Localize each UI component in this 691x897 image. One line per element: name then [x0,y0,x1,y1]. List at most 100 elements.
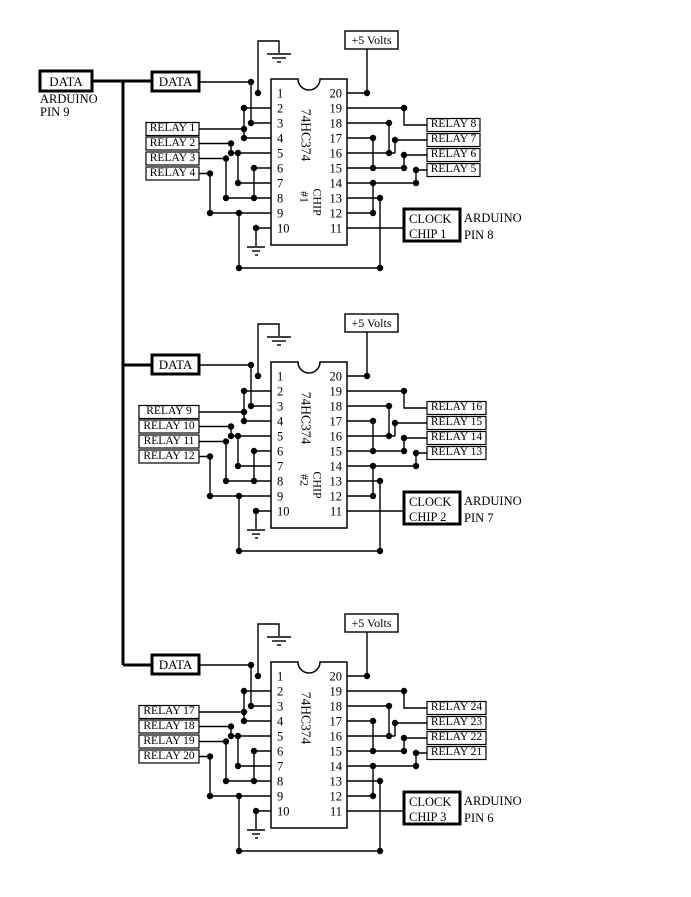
junction-dot [227,732,235,740]
wire [403,154,427,168]
arduino-pin-label-line1: ARDUINO [464,211,522,225]
wire [199,172,211,213]
junction-dot [376,264,384,272]
junction-dot [385,702,393,710]
pin-number-right: 15 [330,445,343,459]
relay-label: RELAY 7 [430,133,477,146]
pin-number-left: 4 [277,715,284,729]
junction-dot [369,179,377,187]
pin-number-right: 12 [330,790,343,804]
pin-number-left: 10 [277,222,290,236]
junction-dot [222,777,230,785]
junction-dot [369,747,377,755]
relay-box-right [426,415,487,431]
pin-number-right: 14 [330,460,343,474]
clock-box-label-line2: CHIP 2 [409,510,447,524]
relay-box-right [426,132,481,148]
junction-dot [376,547,384,555]
junction-dot [412,166,420,174]
pin-number-right: 16 [330,147,343,161]
pin-number-right: 15 [330,745,343,759]
relay-box-left [145,136,200,151]
pin-number-right: 18 [330,700,343,714]
junction-dot [385,149,393,157]
relay-label: RELAY 12 [143,449,195,462]
pin-number-right: 20 [330,370,343,384]
data-box-label: DATA [158,657,193,672]
wire [347,332,368,377]
chip-part-number: 74HC374 [299,392,314,445]
junction-dot [391,419,399,427]
junction-dot [369,792,377,800]
chip-sublabel: #1 [298,191,312,203]
junction-dots [206,361,420,555]
junction-dot [250,777,258,785]
power-box-label: +5 Volts [351,616,392,630]
junction-dot [363,672,371,680]
relay-box-right [426,445,487,461]
junction-dot [227,140,235,147]
junction-dot [227,149,235,157]
junction-dot [250,164,258,172]
pin-number-left: 6 [277,745,283,759]
junction-dot [235,792,243,800]
pin-number-right: 12 [330,490,343,504]
relay-box-right [426,430,487,446]
junction-dots [206,661,420,855]
pin-number-right: 13 [330,475,343,489]
pin-number-left: 6 [277,162,283,176]
source-pin-label: PIN 9 [40,105,70,119]
junction-dot [252,224,260,232]
junction-dot [247,702,255,710]
junction-dot [376,847,384,855]
wire [243,390,271,422]
junction-dot [206,792,214,800]
relay-box-left [138,434,200,449]
ground-wire [255,227,271,246]
clock-box-label-line2: CHIP 1 [409,227,447,241]
junction-dot [222,438,230,445]
relay-box-left [138,704,200,720]
junction-dot [412,462,420,470]
junction-dot [376,777,384,785]
junction-dot [234,432,242,440]
junction-dot [247,78,255,86]
relay-label: RELAY 2 [149,136,196,149]
pin-number-right: 19 [330,102,343,116]
wire [199,755,211,796]
power-box [344,313,399,333]
data-bus [92,79,152,667]
junction-dot [222,155,230,162]
relay-label: RELAY 21 [430,746,483,759]
ground-symbol-top [257,40,291,93]
arduino-pin-label-line2: PIN 6 [464,811,494,825]
relay-box-right [426,730,487,746]
wire [199,740,227,781]
pin-number-left: 7 [277,460,283,474]
wire [347,632,368,677]
junction-dot [240,717,248,725]
clock-box [402,207,462,243]
junction-dot [206,453,214,460]
junction-dot [250,447,258,455]
source-data-label: DATA [49,73,83,89]
pin-number-left: 7 [277,177,283,191]
relay-box-left [138,734,200,749]
clock-box [402,790,462,826]
pin-number-right: 19 [330,685,343,699]
junction-dot [369,164,377,172]
junction-dot [235,209,243,217]
pin-number-left: 3 [277,400,283,414]
junction-dot [222,738,230,745]
pin-number-right: 12 [330,207,343,221]
pin-number-right: 17 [330,715,343,729]
relay-label: RELAY 3 [149,151,196,164]
junction-dot [376,194,384,202]
relay-box-left [138,749,200,764]
source-arduino-label: ARDUINO [40,92,98,106]
junction-dot [222,194,230,202]
chip-part-number: 74HC374 [299,692,314,745]
pin-number-right: 17 [330,415,343,429]
junction-dot [369,134,377,142]
